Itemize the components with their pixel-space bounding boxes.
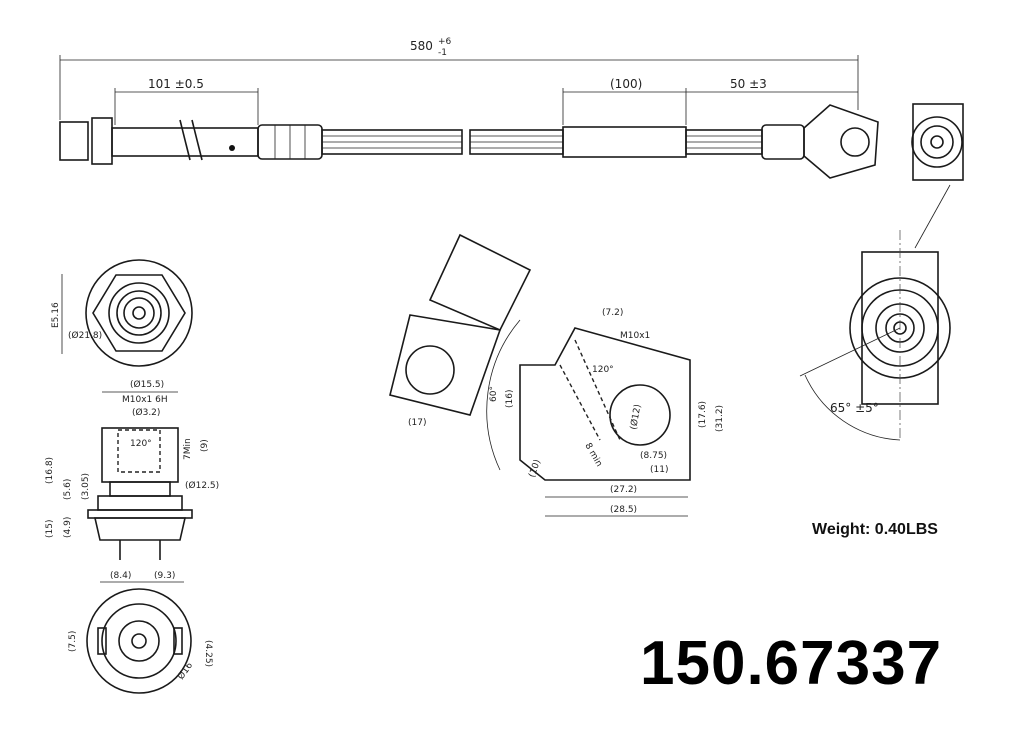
overall-tol-minus: -1 [438, 48, 447, 58]
banjo-len1-label: (27.2) [610, 485, 637, 495]
overall-tol-plus: +6 [438, 37, 452, 47]
banjo-detail-view: (17) (7.2) M10x1 120° 60° (16) (Ø12) (17… [389, 233, 725, 517]
neck-height-label: (3.05) [81, 473, 91, 500]
tab-width-label: (7.5) [68, 631, 78, 652]
overall-length-label: 580 [410, 39, 433, 53]
thread-min-label: 7Min [183, 438, 193, 460]
sleeve-length-label: (100) [610, 77, 642, 91]
right-offset-label: (9.3) [154, 571, 175, 581]
collar-height-label: (5.6) [63, 479, 73, 500]
part-number: 150.67337 [640, 629, 943, 698]
tab-offset-label: (4.25) [203, 640, 213, 667]
orientation-angle-label: 65° ±5° [830, 401, 879, 415]
neck-diameter-label: (Ø12.5) [185, 480, 219, 491]
banjo-body-label: (17.6) [698, 401, 708, 428]
orientation-view: 65° ±5° [799, 230, 951, 441]
banjo-total-label: (31.2) [715, 405, 725, 432]
fitting-offset-label: 50 ±3 [730, 77, 767, 91]
hose-side-view: 580 +6 -1 101 ±0.5 (100) 50 ±3 [59, 37, 964, 249]
thread-depth-label: (9) [200, 439, 210, 452]
hex-height-label: (15) [45, 520, 55, 538]
hex-across-label: E5.16 [51, 302, 61, 328]
weight-label: Weight: 0.40LBS [812, 521, 938, 538]
banjo-angle-label: 120° [592, 365, 614, 375]
end-length-label: 101 ±0.5 [148, 77, 204, 91]
flange-diameter-label: Ø16 [175, 660, 195, 682]
banjo-center-label: (8.75) [640, 451, 667, 461]
banjo-min-label: 8 min [582, 442, 603, 469]
banjo-len2-label: (28.5) [610, 505, 637, 515]
banjo-port-label: (7.2) [602, 308, 623, 318]
hex-diameter-label: (Ø21.8) [68, 330, 102, 341]
bore-label: (Ø3.2) [132, 407, 160, 418]
banjo-thread-label: M10x1 [620, 331, 650, 341]
section-width-label: (17) [408, 418, 426, 428]
hex-thickness-label: (4.9) [63, 517, 73, 538]
left-offset-label: (8.4) [110, 571, 131, 581]
thread-label: M10x1 6H [122, 395, 168, 405]
fitting-diameter-label: (Ø15.5) [130, 379, 164, 390]
fitting-detail-views: E5.16 (Ø21.8) (Ø15.5) M10x1 6H (Ø3.2) 12… [45, 259, 219, 694]
banjo-height-label: (16) [505, 390, 515, 408]
seat-angle-label: 120° [130, 439, 152, 449]
banjo-bolt-label: (Ø12) [628, 403, 643, 430]
banjo-arc-label: 60° [489, 386, 499, 402]
banjo-half-label: (11) [650, 465, 668, 475]
total-height-label: (16.8) [45, 457, 55, 484]
